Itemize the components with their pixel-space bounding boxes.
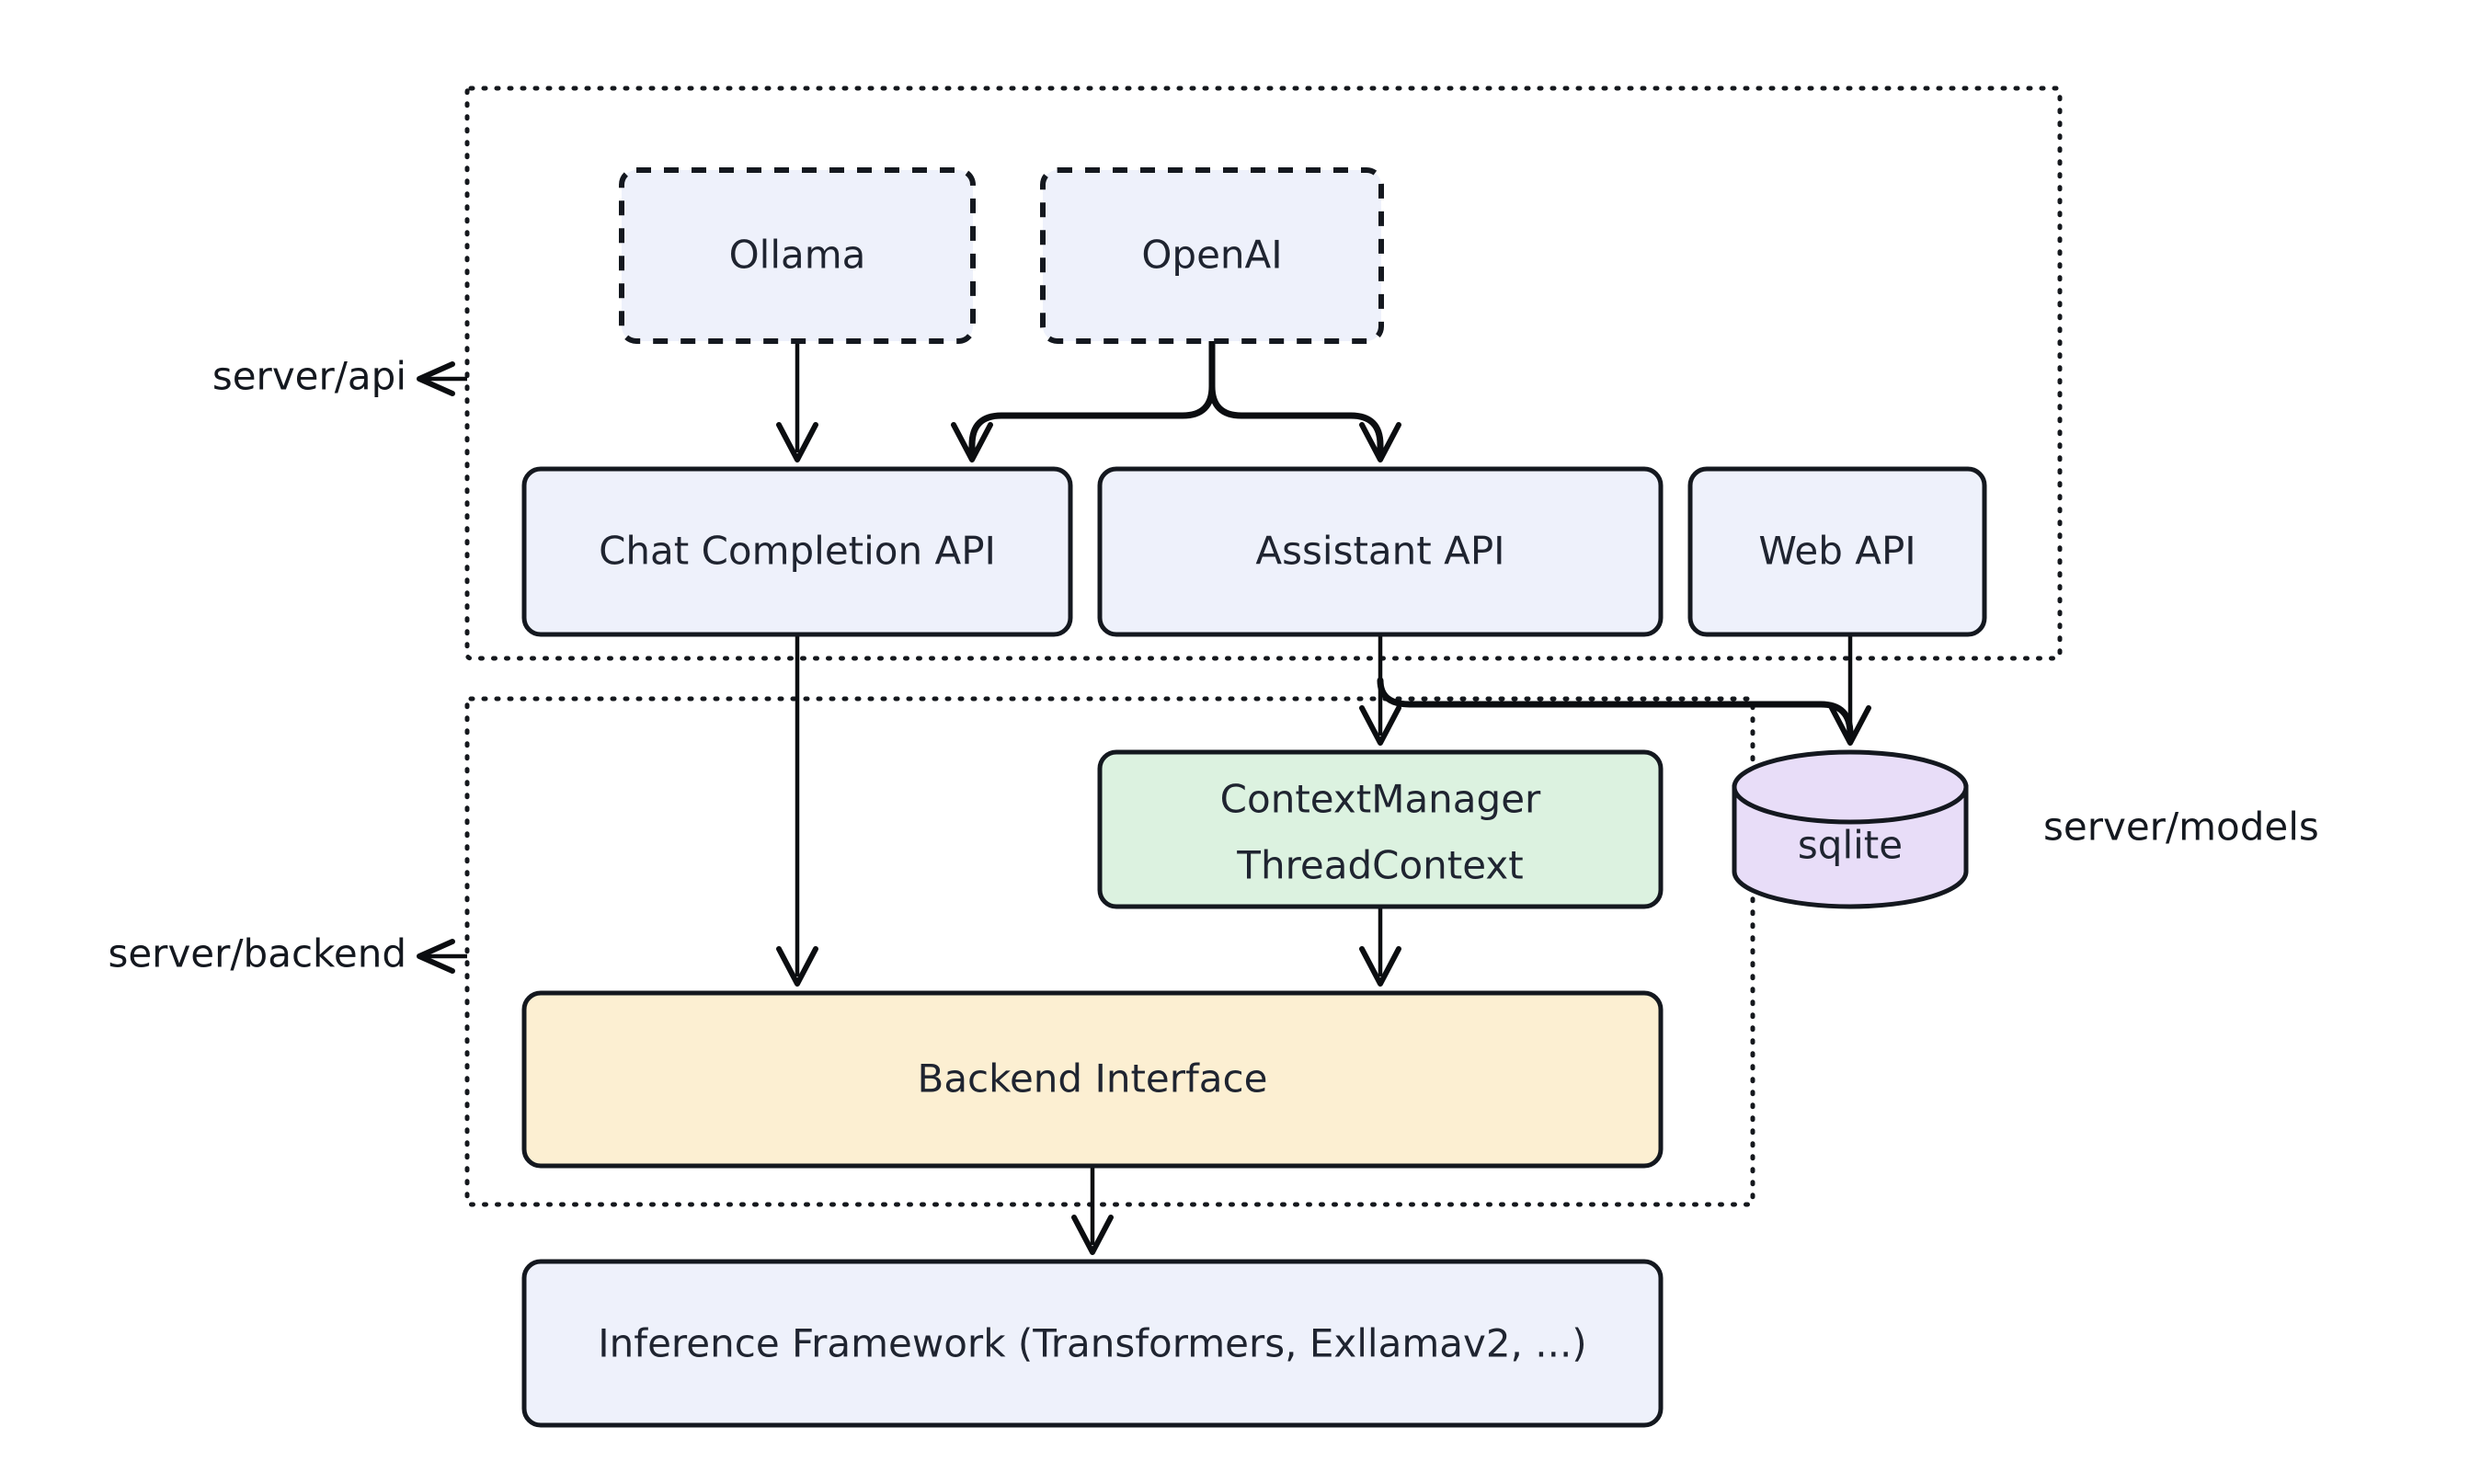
edge-openai-to-chat-api	[951, 337, 1216, 462]
node-backend-interface-box[interactable]	[521, 990, 1664, 1169]
edge-backend-to-inference	[1071, 1166, 1114, 1255]
node-context-manager-label-line1: ContextManager	[1220, 777, 1541, 822]
edge-chat-api-to-backend	[776, 634, 818, 987]
node-web-api[interactable]: Web API	[1687, 466, 1987, 637]
node-sqlite-database[interactable]: sqlite	[1732, 749, 1969, 909]
group-label-server-backend: server/backend	[108, 931, 406, 976]
group-pointer-api-arrowhead	[417, 361, 455, 396]
node-web-api-label: Web API	[1758, 529, 1915, 574]
edge-assistant-api-to-sqlite	[1377, 677, 1871, 746]
node-openai-box[interactable]	[1040, 167, 1384, 344]
node-assistant-api-label: Assistant API	[1255, 529, 1504, 574]
node-inference-framework[interactable]: Inference Framework (Transformers, Exlla…	[521, 1259, 1664, 1428]
node-ollama-box[interactable]	[619, 167, 976, 344]
node-assistant-api-box[interactable]	[1097, 466, 1664, 637]
node-ollama[interactable]: Ollama	[619, 167, 976, 344]
edge-context-to-backend	[1359, 907, 1401, 987]
group-frame-server-api	[464, 86, 2063, 661]
group-label-server-api: server/api	[212, 354, 406, 399]
node-backend-interface[interactable]: Backend Interface	[521, 990, 1664, 1169]
node-inference-framework-label: Inference Framework (Transformers, Exlla…	[598, 1321, 1586, 1366]
node-context-manager-box[interactable]	[1097, 749, 1664, 909]
group-frame-server-backend	[464, 696, 1755, 1207]
edge-ollama-to-chat-api	[776, 341, 818, 462]
node-openai[interactable]: OpenAI	[1040, 167, 1384, 344]
node-chat-completion-api[interactable]: Chat Completion API	[521, 466, 1073, 637]
node-chat-completion-api-box[interactable]	[521, 466, 1073, 637]
node-web-api-box[interactable]	[1687, 466, 1987, 637]
node-chat-completion-api-label: Chat Completion API	[599, 529, 996, 574]
node-openai-label: OpenAI	[1141, 233, 1282, 278]
node-backend-interface-label: Backend Interface	[918, 1056, 1268, 1102]
node-context-manager[interactable]: ContextManager ThreadContext	[1097, 749, 1664, 909]
node-context-manager-label-line2: ThreadContext	[1236, 843, 1523, 888]
node-sqlite-label: sqlite	[1798, 823, 1903, 868]
edge-openai-to-assistant-api	[1208, 382, 1401, 462]
node-sqlite-cylinder-top[interactable]	[1732, 749, 1969, 825]
group-label-server-models: server/models	[2043, 805, 2319, 850]
node-inference-framework-box[interactable]	[521, 1259, 1664, 1428]
node-assistant-api[interactable]: Assistant API	[1097, 466, 1664, 637]
group-pointer-backend-arrowhead	[417, 939, 455, 974]
node-ollama-label: Ollama	[729, 233, 866, 278]
